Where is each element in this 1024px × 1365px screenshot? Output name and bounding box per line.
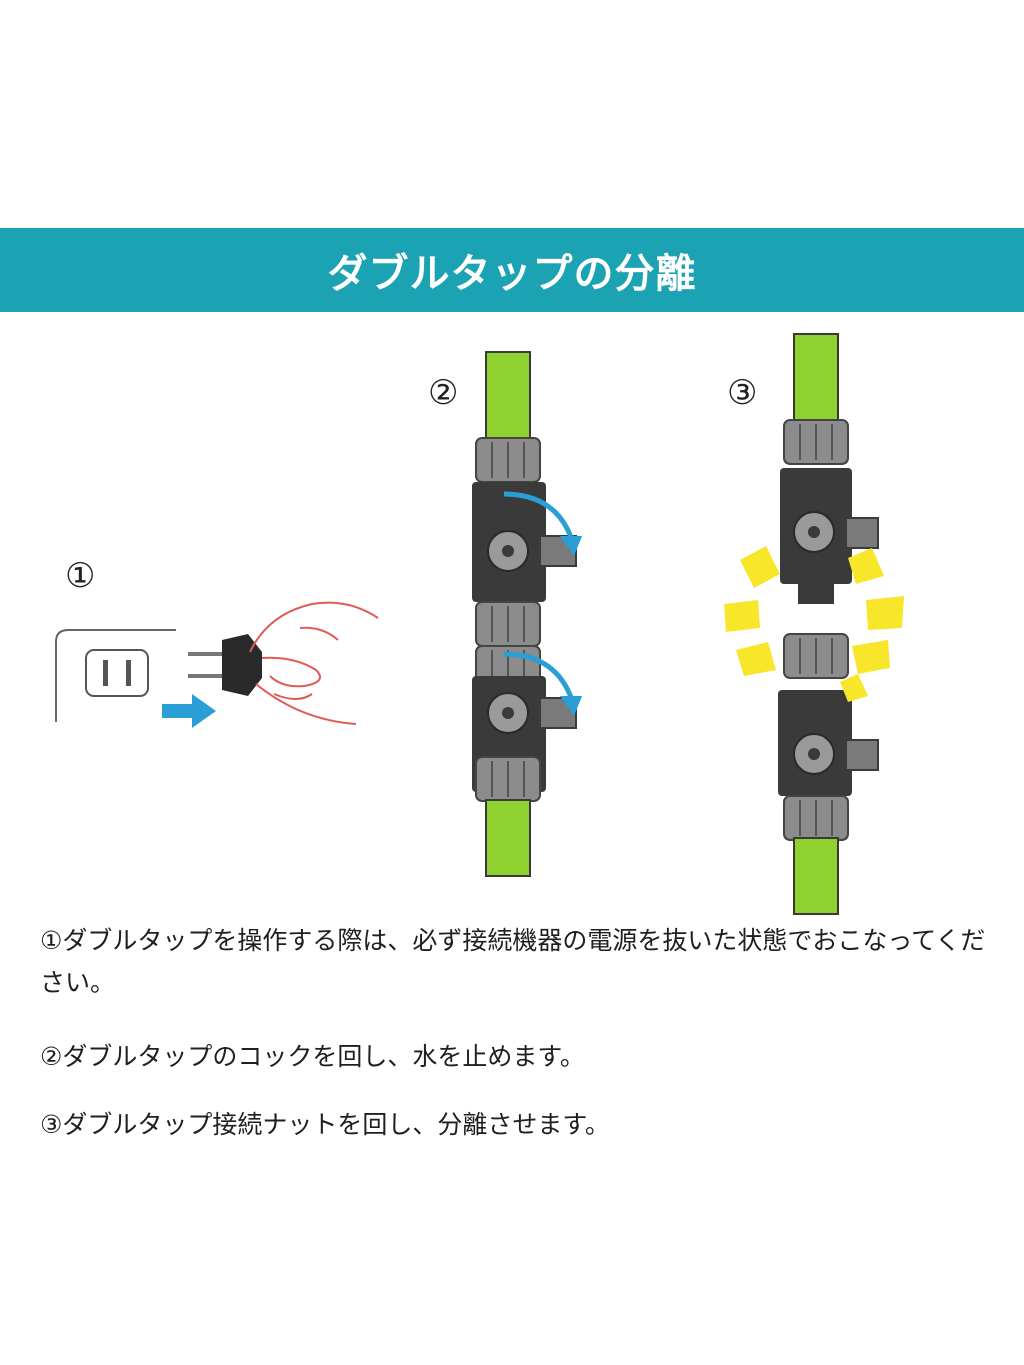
double-tap-separated (778, 333, 879, 915)
step2-number: ② (428, 373, 458, 413)
turn-arrows (503, 491, 582, 716)
hand-outline (249, 601, 379, 725)
double-tap-closed (472, 351, 577, 877)
page-title: ダブルタップの分離 (327, 251, 697, 297)
power-plug (188, 634, 262, 696)
wall-outlet (55, 629, 176, 722)
step3-number: ③ (727, 373, 757, 413)
pull-arrow (162, 694, 216, 728)
instruction-2: ②ダブルタップのコックを回し、水を止めます。 (40, 1042, 585, 1071)
instruction-1: ①ダブルタップを操作する際は、必ず接続機器の電源を抜いた状態でおこなってください… (40, 926, 986, 997)
instruction-3: ③ダブルタップ接続ナットを回し、分離させます。 (40, 1110, 610, 1139)
illustration-area: ① ② (55, 333, 904, 915)
title-banner: ダブルタップの分離 (0, 228, 1024, 312)
separation-burst (724, 546, 904, 702)
step1-number: ① (65, 556, 95, 596)
